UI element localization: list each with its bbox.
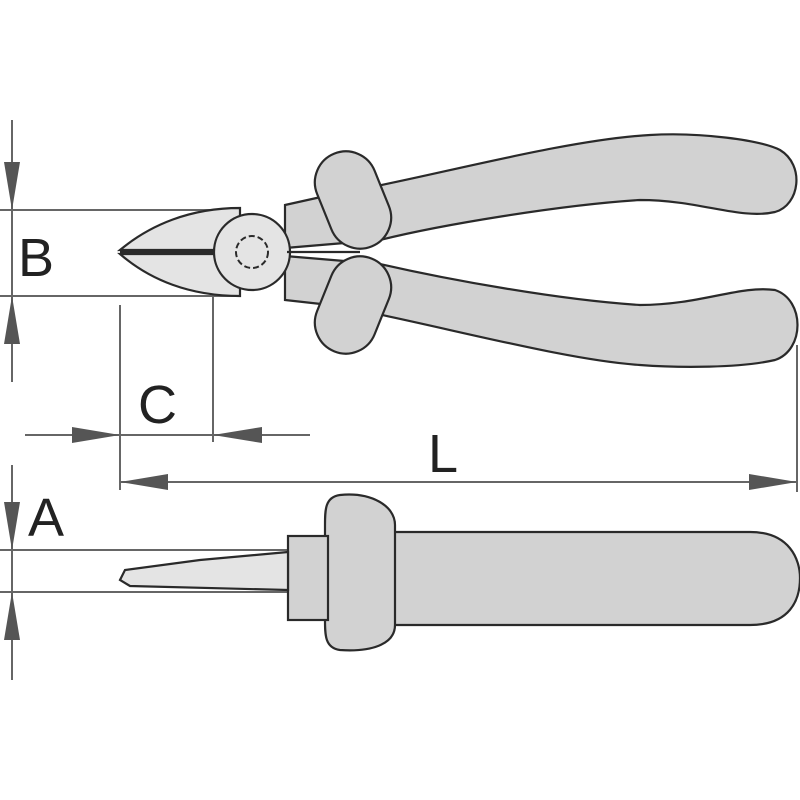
label-b: B bbox=[18, 228, 54, 288]
pliers-top-view bbox=[116, 133, 799, 368]
side-collar bbox=[286, 534, 330, 622]
lower-handle bbox=[283, 254, 799, 368]
upper-jaw bbox=[116, 206, 242, 252]
dimension-c bbox=[25, 270, 310, 490]
label-l: L bbox=[428, 424, 458, 484]
pliers-side-view bbox=[118, 493, 800, 652]
dimension-a bbox=[0, 465, 290, 680]
upper-guard bbox=[313, 150, 393, 250]
dimension-b bbox=[0, 120, 240, 382]
label-a: A bbox=[28, 488, 64, 548]
side-guard bbox=[323, 493, 397, 652]
label-c: C bbox=[138, 375, 177, 435]
lower-jaw bbox=[117, 252, 242, 298]
side-handle bbox=[378, 530, 800, 627]
pivot-rivet bbox=[235, 235, 269, 269]
lower-guard bbox=[313, 255, 393, 355]
upper-handle bbox=[283, 133, 798, 250]
dimension-l bbox=[120, 345, 798, 492]
side-blade bbox=[118, 550, 290, 592]
